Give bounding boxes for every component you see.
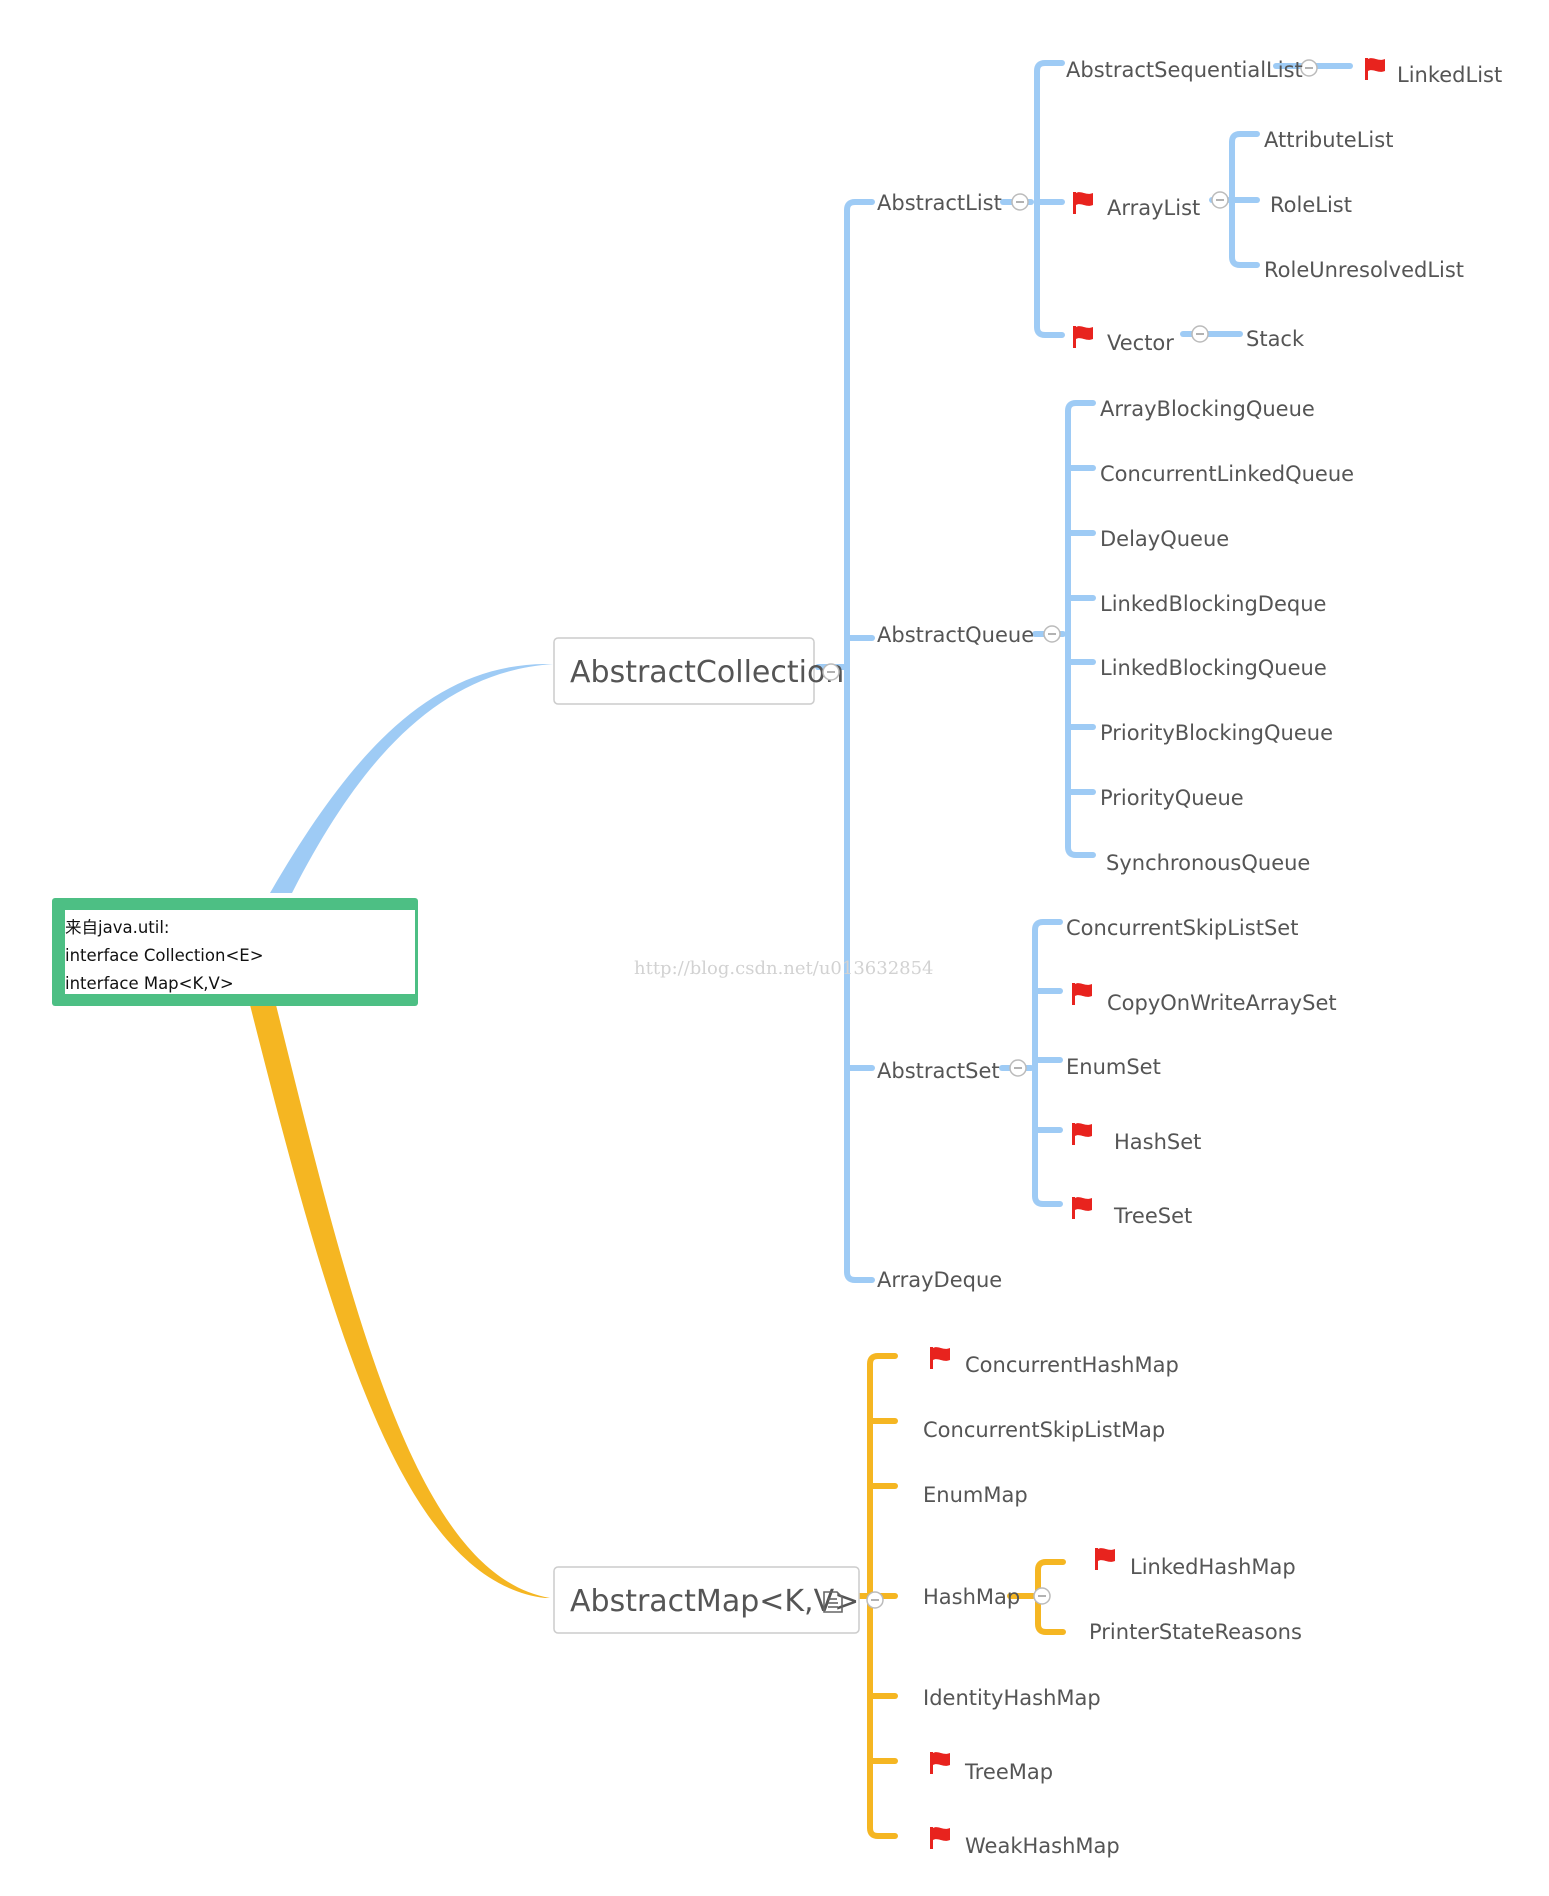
- root-line-2: interface Collection<E>: [65, 946, 264, 965]
- node-linked-blocking-queue[interactable]: LinkedBlockingQueue: [1100, 656, 1327, 680]
- flag-icon: [1072, 1123, 1092, 1145]
- flag-icon: [930, 1752, 950, 1774]
- node-stack[interactable]: Stack: [1246, 327, 1305, 351]
- node-role-list[interactable]: RoleList: [1270, 193, 1352, 217]
- flag-icon: [1365, 58, 1385, 80]
- node-abstract-sequential-list[interactable]: AbstractSequentialList: [1066, 58, 1303, 82]
- node-priority-blocking-queue[interactable]: PriorityBlockingQueue: [1100, 721, 1333, 745]
- node-hash-set[interactable]: HashSet: [1114, 1130, 1201, 1154]
- abstract-collection-node[interactable]: AbstractCollection: [553, 637, 844, 705]
- flag-icon: [930, 1827, 950, 1849]
- node-array-list[interactable]: ArrayList: [1107, 196, 1200, 220]
- collection-branch-curve: [270, 664, 553, 893]
- flag-icon: [930, 1347, 950, 1369]
- node-tree-map[interactable]: TreeMap: [964, 1760, 1053, 1784]
- collapse-set-button[interactable]: [1009, 1059, 1027, 1077]
- collapse-sequential-button[interactable]: [1300, 59, 1318, 77]
- collapse-hashmap-button[interactable]: [1033, 1587, 1051, 1605]
- node-attribute-list[interactable]: AttributeList: [1264, 128, 1393, 152]
- collection-labels: AbstractList AbstractSequentialList Link…: [877, 58, 1502, 1292]
- watermark: http://blog.csdn.net/u013632854: [634, 958, 934, 979]
- abstract-map-node[interactable]: AbstractMap<K,V>: [553, 1566, 860, 1634]
- node-concurrent-skip-list-map[interactable]: ConcurrentSkipListMap: [923, 1418, 1165, 1442]
- collapse-arraylist-button[interactable]: [1211, 191, 1229, 209]
- root-node[interactable]: 来自java.util: interface Collection<E> int…: [52, 898, 418, 1006]
- node-abstract-list[interactable]: AbstractList: [877, 191, 1002, 215]
- node-enum-set[interactable]: EnumSet: [1066, 1055, 1161, 1079]
- node-linked-list[interactable]: LinkedList: [1397, 63, 1502, 87]
- node-tree-set[interactable]: TreeSet: [1113, 1204, 1192, 1228]
- root-line-1: 来自java.util:: [65, 918, 169, 937]
- abstract-map-label: AbstractMap<K,V>: [570, 1584, 859, 1619]
- flag-icon: [1072, 1197, 1092, 1219]
- node-copy-on-write-array-set[interactable]: CopyOnWriteArraySet: [1107, 991, 1337, 1015]
- node-printer-state-reasons[interactable]: PrinterStateReasons: [1089, 1620, 1302, 1644]
- node-vector[interactable]: Vector: [1107, 331, 1174, 355]
- flag-icon: [1072, 983, 1092, 1005]
- collapse-abstractlist-button[interactable]: [1011, 193, 1029, 211]
- node-concurrent-hash-map[interactable]: ConcurrentHashMap: [965, 1353, 1179, 1377]
- collapse-collection-button[interactable]: [822, 663, 840, 681]
- node-linked-hash-map[interactable]: LinkedHashMap: [1130, 1555, 1296, 1579]
- collapse-map-button[interactable]: [866, 1591, 884, 1609]
- flag-icon: [1095, 1548, 1115, 1570]
- node-enum-map[interactable]: EnumMap: [923, 1483, 1028, 1507]
- map-labels: ConcurrentHashMap ConcurrentSkipListMap …: [923, 1353, 1302, 1858]
- node-delay-queue[interactable]: DelayQueue: [1100, 527, 1229, 551]
- node-synchronous-queue[interactable]: SynchronousQueue: [1106, 851, 1310, 875]
- flag-icon: [1073, 192, 1093, 214]
- node-role-unresolved-list[interactable]: RoleUnresolvedList: [1264, 258, 1464, 282]
- abstract-collection-label: AbstractCollection: [570, 655, 844, 690]
- node-array-deque[interactable]: ArrayDeque: [877, 1268, 1002, 1292]
- node-weak-hash-map[interactable]: WeakHashMap: [965, 1834, 1120, 1858]
- flag-icon: [1073, 326, 1093, 348]
- collapse-queue-button[interactable]: [1043, 625, 1061, 643]
- node-identity-hash-map[interactable]: IdentityHashMap: [923, 1686, 1101, 1710]
- node-linked-blocking-deque[interactable]: LinkedBlockingDeque: [1100, 592, 1326, 616]
- root-line-3: interface Map<K,V>: [65, 974, 234, 993]
- map-branch-curve: [250, 1005, 550, 1598]
- flags: [930, 58, 1385, 1849]
- collapse-vector-button[interactable]: [1191, 325, 1209, 343]
- node-concurrent-skip-list-set[interactable]: ConcurrentSkipListSet: [1066, 916, 1298, 940]
- node-priority-queue[interactable]: PriorityQueue: [1100, 786, 1244, 810]
- node-abstract-queue[interactable]: AbstractQueue: [877, 623, 1034, 647]
- node-concurrent-linked-queue[interactable]: ConcurrentLinkedQueue: [1100, 462, 1354, 486]
- note-icon[interactable]: [823, 1591, 843, 1613]
- node-abstract-set[interactable]: AbstractSet: [877, 1059, 1000, 1083]
- node-array-blocking-queue[interactable]: ArrayBlockingQueue: [1100, 397, 1315, 421]
- node-hash-map[interactable]: HashMap: [923, 1585, 1020, 1609]
